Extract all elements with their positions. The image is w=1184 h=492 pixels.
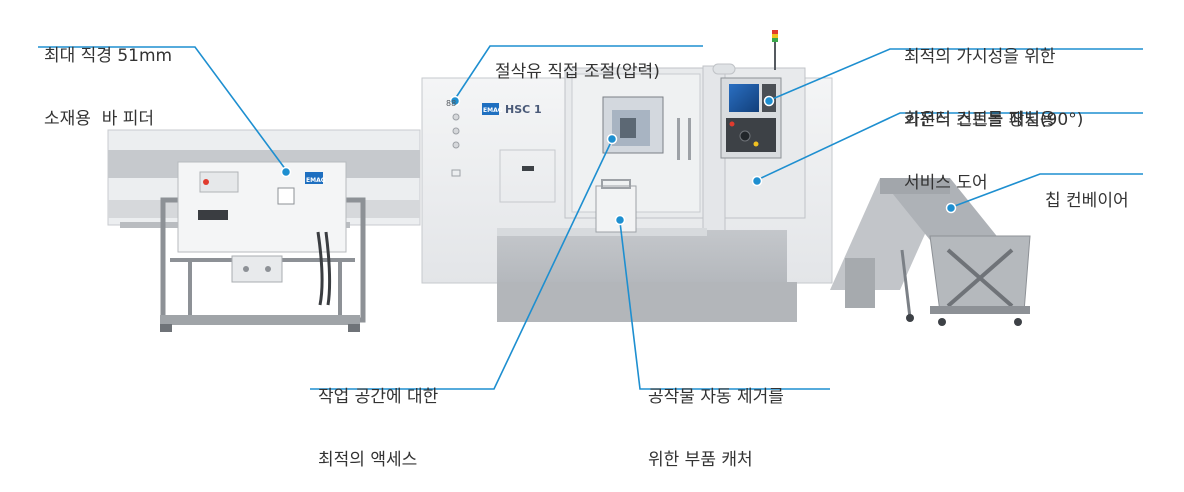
callout-control-panel-line2: 회전식 컨트롤 패널(90°) [904, 110, 1084, 130]
indicator-dot-icon [751, 175, 763, 187]
callout-chip-conveyor-line1: 칩 컨베이어 [1045, 191, 1129, 211]
callout-coolant-line1: 절삭유 직접 조절(압력) [495, 62, 660, 82]
brand-badge-text: EMAG [483, 107, 503, 114]
leader-chip-conveyor [951, 173, 1143, 208]
leader-lines [38, 45, 1143, 390]
callout-service-door-line1: 카운터 스핀들 장치용 [904, 110, 1056, 130]
callout-bar-feeder-line1: 최대 직경 51mm [44, 46, 173, 66]
callout-work-area-line1: 작업 공간에 대한 [318, 387, 439, 407]
leader-coolant [454, 45, 703, 100]
indicator-dot-icon [614, 214, 626, 226]
indicator-dot-icon [945, 202, 957, 214]
callout-service-door-line2: 서비스 도어 [904, 173, 988, 193]
leader-control-panel [769, 48, 1143, 101]
indicator-dot-icon [606, 133, 618, 145]
indicator-dot-icon [280, 166, 292, 178]
callout-bar-feeder: 최대 직경 51mm 소재용 바 피더 [44, 4, 172, 151]
callout-coolant: 절삭유 직접 조절(압력) [495, 20, 660, 104]
panel-digits: 88 [446, 99, 456, 108]
machine-illustration: EMAG HSC 1 EMAG 88 [38, 30, 1143, 390]
callout-service-door: 카운터 스핀들 장치용 서비스 도어 [904, 68, 1056, 215]
indicator-dots [280, 95, 957, 226]
leader-parts-catcher [619, 221, 830, 390]
callout-control-panel-line1: 최적의 가시성을 위한 [904, 47, 1056, 67]
indicator-dot-icon [449, 95, 461, 107]
bar-feeder [107, 129, 421, 332]
callout-chip-conveyor: 칩 컨베이어 [1045, 149, 1129, 233]
callout-work-area-line2: 최적의 액세스 [318, 450, 418, 470]
chip-conveyor [830, 178, 1031, 326]
machine-diagram: EMAG HSC 1 EMAG 88 최대 직경 51mm 소재용 바 피더 절… [38, 4, 1143, 470]
callout-work-area: 작업 공간에 대한 최적의 액세스 [318, 345, 438, 492]
callout-parts-catcher-line2: 위한 부품 캐처 [648, 450, 753, 470]
indicator-dot-icon [763, 95, 775, 107]
callout-parts-catcher-line1: 공작물 자동 제거를 [648, 387, 784, 407]
feeder-brand-text: EMAG [306, 177, 326, 184]
model-label: HSC 1 [505, 103, 542, 116]
lathe-body [421, 30, 833, 322]
callout-bar-feeder-line2: 소재용 바 피더 [44, 109, 155, 129]
signal-tower-icon [772, 30, 778, 70]
leader-work-area [310, 139, 613, 390]
leader-bar-feeder [38, 46, 287, 171]
callout-parts-catcher: 공작물 자동 제거를 위한 부품 캐처 [648, 345, 784, 492]
callout-control-panel: 최적의 가시성을 위한 회전식 컨트롤 패널(90°) [904, 5, 1083, 152]
leader-service-door [756, 112, 1143, 181]
